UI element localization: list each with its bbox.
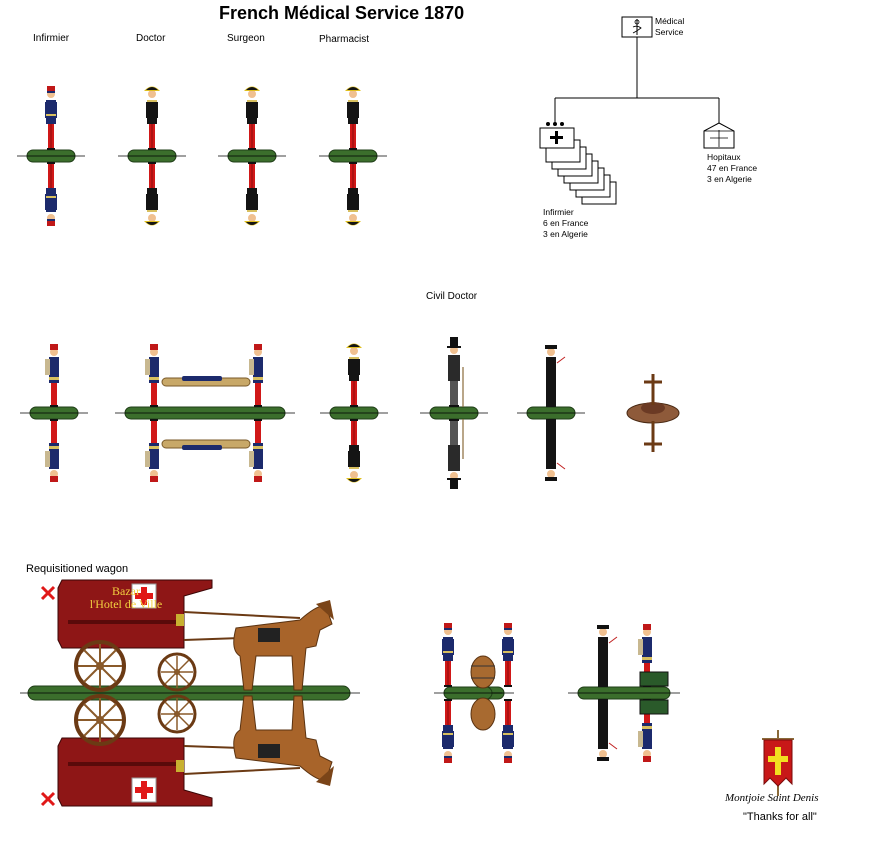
org-hopitaux-label: Hopitaux 47 en France 3 en Algerie bbox=[707, 152, 757, 185]
figure-doctor bbox=[117, 86, 187, 226]
wagon-sign-line1: Bazar bbox=[112, 584, 140, 598]
red-cross-icon bbox=[550, 131, 563, 144]
infirmier-unit-stack bbox=[539, 127, 617, 205]
org-hopitaux-line1: Hopitaux bbox=[707, 152, 741, 162]
thanks-text: "Thanks for all" bbox=[743, 811, 817, 823]
org-root-line1: Médical bbox=[655, 16, 685, 26]
label-requisitioned-wagon: Requisitioned wagon bbox=[26, 563, 129, 575]
label-infirmier: Infirmier bbox=[33, 33, 70, 44]
figure-pharmacist bbox=[318, 86, 388, 226]
motto-text: Montjoie Saint Denis bbox=[725, 792, 819, 804]
x-mark-icon bbox=[40, 585, 56, 601]
org-hopitaux-line2: 47 en France bbox=[707, 163, 758, 173]
figure-surgeon bbox=[217, 86, 287, 226]
x-mark-icon-lower bbox=[40, 791, 56, 807]
caduceus-icon bbox=[632, 19, 642, 35]
org-chart bbox=[539, 16, 735, 205]
dots-icon bbox=[546, 122, 564, 126]
label-surgeon: Surgeon bbox=[227, 33, 265, 44]
figure-infirmier bbox=[16, 85, 86, 227]
figure-priest bbox=[516, 344, 586, 482]
banner-icon bbox=[762, 730, 794, 796]
figure-walking-officer bbox=[319, 343, 389, 483]
org-infirmier-label: Infirmier 6 en France 3 en Algerie bbox=[543, 207, 588, 240]
figure-grave-cross bbox=[626, 374, 680, 452]
wagon-sign-line2: l'Hotel de Ville bbox=[89, 597, 163, 611]
org-infirmier-line1: Infirmier bbox=[543, 207, 574, 217]
org-hopitaux-line3: 3 en Algerie bbox=[707, 174, 752, 184]
figure-group-cook bbox=[568, 624, 680, 762]
figure-civil-doctor bbox=[419, 336, 489, 490]
label-civil-doctor: Civil Doctor bbox=[426, 291, 478, 302]
figure-infirmier-with-pack bbox=[19, 344, 89, 482]
org-infirmier-line2: 6 en France bbox=[543, 218, 589, 228]
wagon-sign: Bazar l'Hotel de Ville bbox=[76, 585, 176, 611]
org-infirmier-line3: 3 en Algerie bbox=[543, 229, 588, 239]
org-root-line2: Service bbox=[655, 27, 684, 37]
org-root-label: Médical Service bbox=[655, 16, 684, 38]
figure-group-barrel bbox=[433, 622, 515, 764]
label-pharmacist: Pharmacist bbox=[319, 34, 370, 45]
page-title: French Médical Service 1870 bbox=[219, 3, 465, 23]
figure-stretcher-bearers bbox=[114, 344, 296, 482]
hospital-icon bbox=[703, 122, 735, 149]
label-doctor: Doctor bbox=[136, 33, 166, 44]
requisitioned-wagon bbox=[20, 579, 360, 807]
